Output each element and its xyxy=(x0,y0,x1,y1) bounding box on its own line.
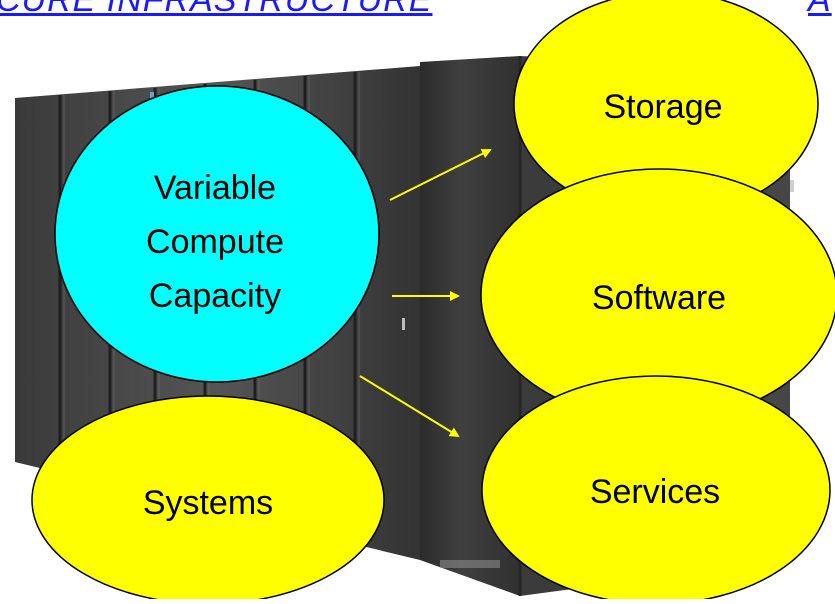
next-link[interactable]: A xyxy=(808,0,832,19)
services-label: Services xyxy=(590,473,720,511)
center-label-line-1: Variable xyxy=(154,169,276,207)
arrow-to-services xyxy=(359,375,460,438)
storage-node: Storage xyxy=(513,0,819,217)
software-node: Software xyxy=(480,168,835,422)
systems-node: Systems xyxy=(31,395,385,604)
storage-label: Storage xyxy=(603,88,722,126)
variable-compute-capacity-node: Variable Compute Capacity xyxy=(54,85,380,383)
systems-label: Systems xyxy=(143,484,273,522)
services-node: Services xyxy=(481,375,831,604)
center-label-line-2: Compute xyxy=(146,223,284,261)
connector-arrows xyxy=(359,149,492,438)
infrastructure-link[interactable]: CURE INFRASTRUCTURE xyxy=(0,0,433,19)
arrow-to-storage xyxy=(389,149,492,201)
software-label: Software xyxy=(592,279,726,317)
center-label-line-3: Capacity xyxy=(149,277,281,315)
